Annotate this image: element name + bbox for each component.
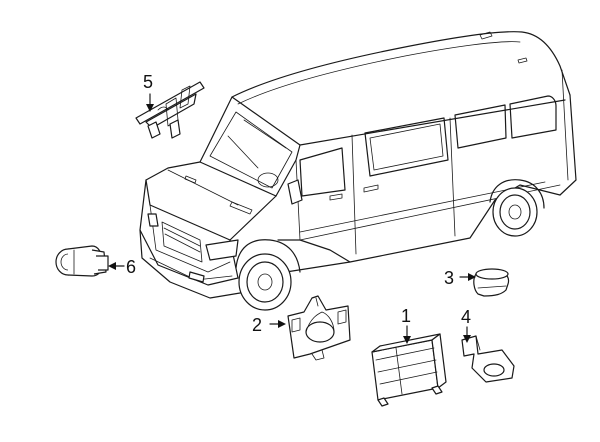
callout-labels: 5 6 3 2 1 4 bbox=[126, 72, 471, 335]
part-5-sensor-bracket bbox=[135, 81, 205, 139]
part-4-bracket-plate bbox=[461, 335, 515, 383]
callout-6-label: 6 bbox=[126, 257, 136, 277]
van-illustration bbox=[139, 31, 577, 311]
callout-4-label: 4 bbox=[461, 307, 471, 327]
callout-5-label: 5 bbox=[143, 72, 153, 92]
part-3-cap bbox=[473, 268, 510, 297]
callout-3-label: 3 bbox=[444, 268, 454, 288]
callout-1-label: 1 bbox=[401, 306, 411, 326]
part-6-parking-sensor bbox=[55, 245, 109, 277]
callout-leaders bbox=[108, 93, 476, 344]
part-2-mounting-bracket bbox=[287, 295, 351, 361]
callout-2-label: 2 bbox=[252, 315, 262, 335]
part-1-control-module bbox=[371, 333, 447, 407]
